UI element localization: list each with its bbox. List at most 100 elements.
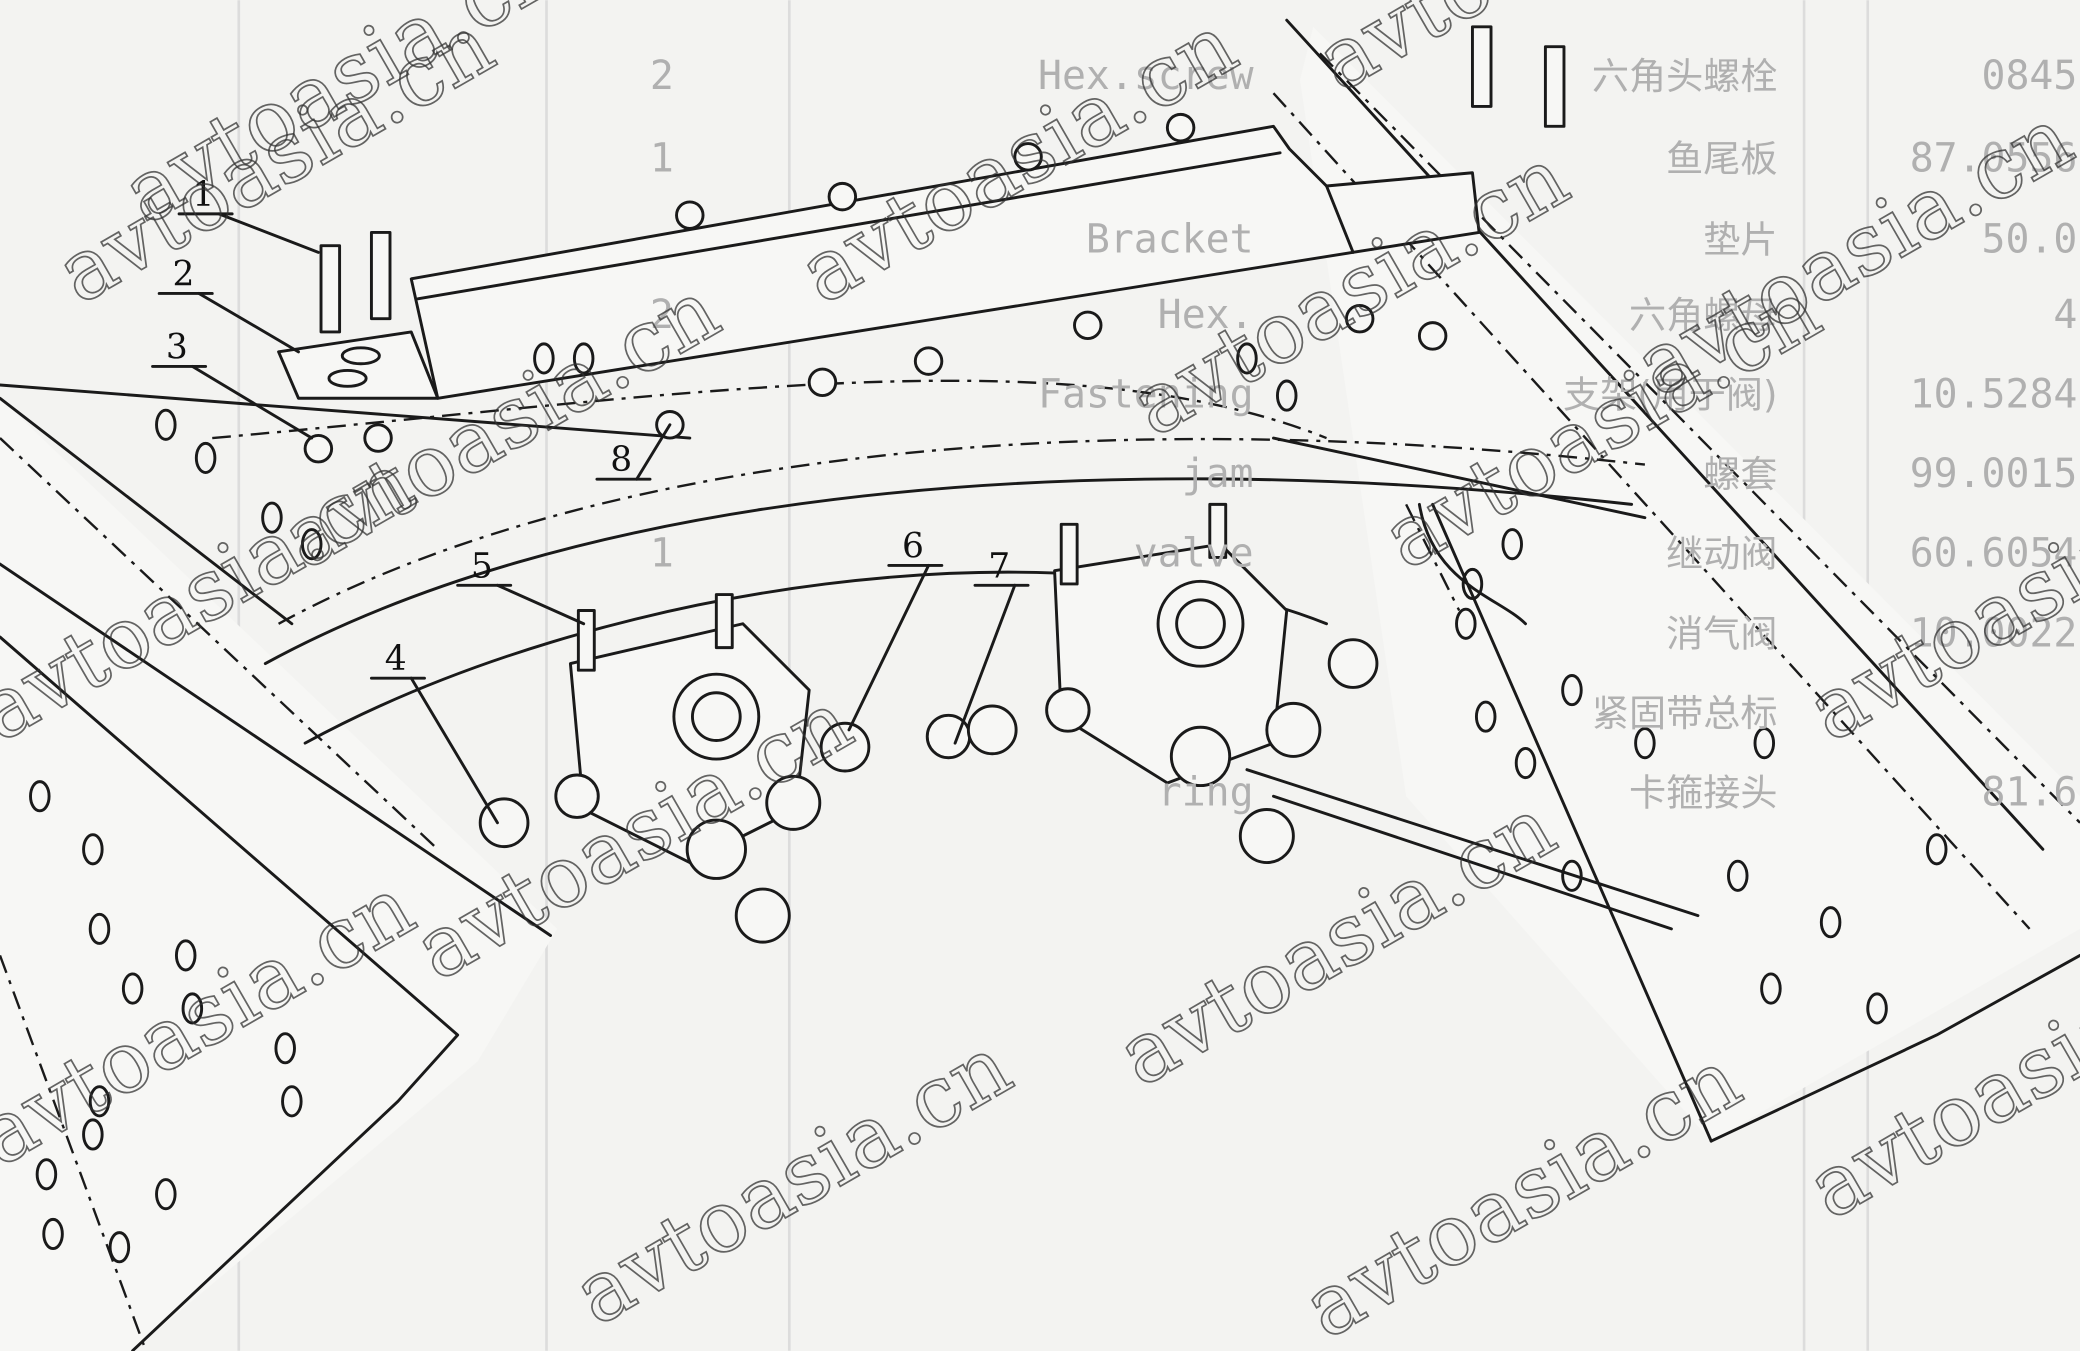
watermark: avtoasia.cn bbox=[558, 1017, 1027, 1345]
frame-hole bbox=[82, 833, 104, 866]
frame-hole bbox=[181, 992, 204, 1025]
frame-holes bbox=[29, 342, 1948, 1264]
hex-nut bbox=[1344, 303, 1375, 334]
bleed-qty: 1 bbox=[650, 135, 674, 181]
bleed-name-cn: 紧固带总标 bbox=[1592, 692, 1778, 735]
hex-nut bbox=[807, 367, 838, 398]
callout-6: 6 bbox=[902, 526, 924, 566]
hex-nut bbox=[913, 346, 944, 376]
bleed-name-cn: 螺套 bbox=[1703, 453, 1777, 496]
callout-1: 1 bbox=[192, 175, 214, 215]
nuts bbox=[303, 112, 1448, 464]
hex-nut bbox=[827, 181, 858, 212]
bleed-part-no: 10.0022 bbox=[1910, 610, 2078, 656]
hex-nut bbox=[1073, 310, 1103, 341]
relay-valve-right bbox=[1045, 502, 1379, 864]
watermark: avtoasia.cn bbox=[1288, 1030, 1757, 1351]
frame-hole bbox=[1474, 700, 1497, 733]
bleed-name-en: Fastening bbox=[1038, 372, 1254, 418]
bleed-part-no: 10.5284 bbox=[1910, 372, 2078, 418]
frame-hole bbox=[82, 1118, 104, 1151]
callout-leader bbox=[635, 423, 672, 481]
frame-hole bbox=[88, 1085, 111, 1118]
relay-valve-left bbox=[478, 593, 822, 944]
callout-leader bbox=[409, 676, 499, 825]
frame-hole bbox=[42, 1217, 64, 1251]
bleed-qty: 2 bbox=[650, 292, 674, 338]
frame-hole bbox=[1236, 342, 1258, 375]
frame-hole bbox=[1514, 747, 1537, 780]
bleed-qty: 2 bbox=[650, 53, 674, 99]
bolts bbox=[319, 25, 1566, 334]
bleed-part-no: 50.0 bbox=[1982, 216, 2078, 262]
frame-hole bbox=[572, 342, 595, 375]
frame-hole bbox=[1819, 906, 1842, 939]
callout-labels: 1 2 3 4 5 6 7 8 bbox=[151, 175, 1030, 825]
frame-hole bbox=[194, 441, 217, 474]
frame-hole bbox=[155, 408, 177, 441]
callout-4: 4 bbox=[385, 639, 407, 679]
bleed-name-cn: 卡箍接头 bbox=[1629, 771, 1778, 814]
bleed-name-cn: 垫片 bbox=[1703, 218, 1777, 261]
callout-8: 8 bbox=[610, 440, 632, 480]
frame-hole bbox=[1925, 833, 1948, 866]
callout-7: 7 bbox=[988, 546, 1010, 586]
frame-hole bbox=[274, 1032, 296, 1065]
bleed-name-en: Hex. bbox=[1158, 292, 1254, 338]
frame-hole bbox=[1634, 727, 1656, 760]
callout-leader bbox=[217, 212, 320, 254]
frame-hole bbox=[1561, 859, 1583, 892]
hex-nut bbox=[1013, 142, 1043, 172]
frame-hole bbox=[121, 972, 144, 1005]
frame-hole bbox=[1275, 379, 1298, 412]
frame-hole bbox=[174, 939, 197, 972]
frame-hole bbox=[1461, 567, 1484, 601]
hex-nut bbox=[1417, 321, 1448, 351]
bleed-name-cn: 支架(用于阀) bbox=[1563, 374, 1778, 417]
valve-bracket bbox=[277, 124, 1481, 400]
cross-member bbox=[0, 379, 1700, 931]
bleed-name-cn: 鱼尾板 bbox=[1666, 137, 1777, 180]
bleed-name-cn: 继动阀 bbox=[1666, 533, 1777, 576]
frame-hole bbox=[1760, 972, 1782, 1005]
bleed-name-cn: 六角螺母 bbox=[1629, 294, 1778, 337]
bleed-name-en: valve bbox=[1134, 531, 1254, 577]
callout-3: 3 bbox=[166, 327, 188, 367]
fittings bbox=[819, 704, 1018, 773]
bleed-part-no: 60.6054 bbox=[1910, 531, 2078, 577]
frame-hole bbox=[1561, 674, 1583, 707]
callout-leader bbox=[190, 364, 314, 440]
callout-leader bbox=[197, 291, 300, 354]
watermark: avtoasia.cn bbox=[1102, 778, 1571, 1106]
callout-leader bbox=[495, 583, 586, 626]
bleed-name-en: Bracket bbox=[1086, 216, 1254, 262]
bleed-part-no: 87.0556 bbox=[1910, 135, 2078, 181]
frame-hole bbox=[281, 1085, 303, 1118]
frame-hole bbox=[29, 780, 51, 813]
bleed-name-en: Hex.screw bbox=[1038, 53, 1254, 99]
bleed-name-en: ring bbox=[1158, 769, 1254, 815]
callout-leader bbox=[953, 583, 1017, 745]
hex-nut bbox=[1165, 112, 1196, 143]
frame-hole bbox=[261, 501, 283, 534]
frame-hole bbox=[300, 528, 323, 561]
bleed-part-no: 4 bbox=[2053, 292, 2077, 338]
bleed-name-en: jam bbox=[1182, 451, 1254, 497]
frame-hole bbox=[35, 1158, 58, 1191]
callout-5: 5 bbox=[471, 546, 493, 586]
frame-hole bbox=[1727, 859, 1749, 892]
bleed-part-no: 81.6 bbox=[1982, 769, 2078, 815]
frame-hole bbox=[1455, 607, 1477, 640]
left-frame-rail bbox=[0, 396, 558, 1351]
bleed-qty: 1 bbox=[650, 531, 674, 577]
hex-nut bbox=[675, 200, 705, 230]
bleed-part-no: 0845 bbox=[1982, 53, 2078, 99]
frame-hole bbox=[1501, 528, 1523, 561]
bleed-name-cn: 六角头螺栓 bbox=[1592, 55, 1778, 98]
frame-hole bbox=[155, 1178, 177, 1211]
bleed-part-no: 99.0015 bbox=[1910, 451, 2078, 497]
frame-hole bbox=[1866, 992, 1888, 1025]
bleed-through-table: 0845 六角头螺栓 Hex.screw 2 87.0556 鱼尾板 1 50.0 垫片 Brac… bbox=[650, 53, 2077, 815]
